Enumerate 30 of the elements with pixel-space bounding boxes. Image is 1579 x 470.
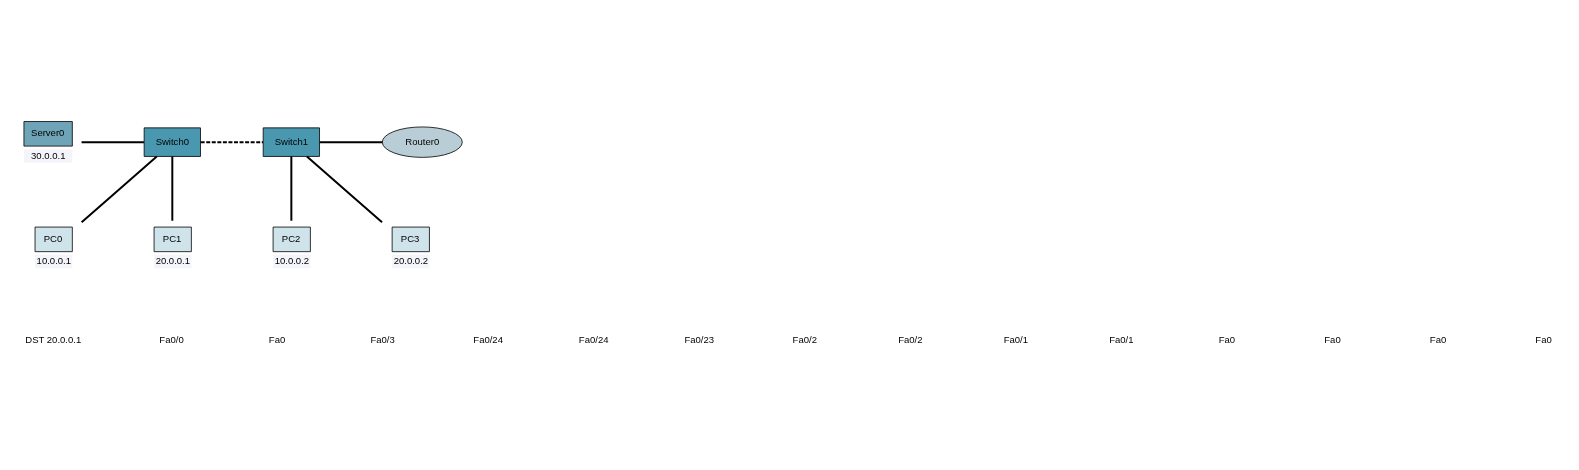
label: Fa0: [1218, 334, 1236, 345]
connector: [80, 141, 145, 144]
node-label: 20.0.0.1: [155, 255, 191, 267]
connector: [199, 141, 264, 144]
node-label: 30.0.0.1: [31, 149, 66, 161]
node-label: 20.0.0.2: [393, 255, 429, 267]
node-box: Switch1: [262, 127, 320, 157]
node-label: 10.0.0.1: [36, 255, 72, 267]
connector: [318, 141, 384, 144]
label: Fa0/2: [792, 334, 817, 345]
connector: [171, 155, 174, 222]
label: Fa0/24: [578, 334, 609, 345]
label: DST 20.0.0.1: [25, 334, 82, 345]
connector: [290, 155, 293, 222]
label: Fa0: [1324, 334, 1341, 345]
label: Fa0/0: [159, 334, 184, 345]
connector: [80, 155, 158, 224]
node-box: Switch0: [143, 127, 201, 157]
label: Fa0/1: [1109, 334, 1134, 345]
node-ellipse: Router0: [381, 126, 463, 158]
label: Fa0/1: [1003, 334, 1029, 345]
label: Fa0/2: [898, 334, 923, 345]
label: Fa0/24: [473, 334, 503, 345]
label: Fa0: [268, 334, 286, 345]
label: Fa0/3: [370, 334, 395, 345]
label: Fa0/23: [684, 334, 715, 345]
connector: [305, 155, 384, 224]
label: Fa0: [1429, 334, 1447, 345]
label: Fa0: [1535, 334, 1552, 345]
node-label: 10.0.0.2: [274, 255, 310, 267]
